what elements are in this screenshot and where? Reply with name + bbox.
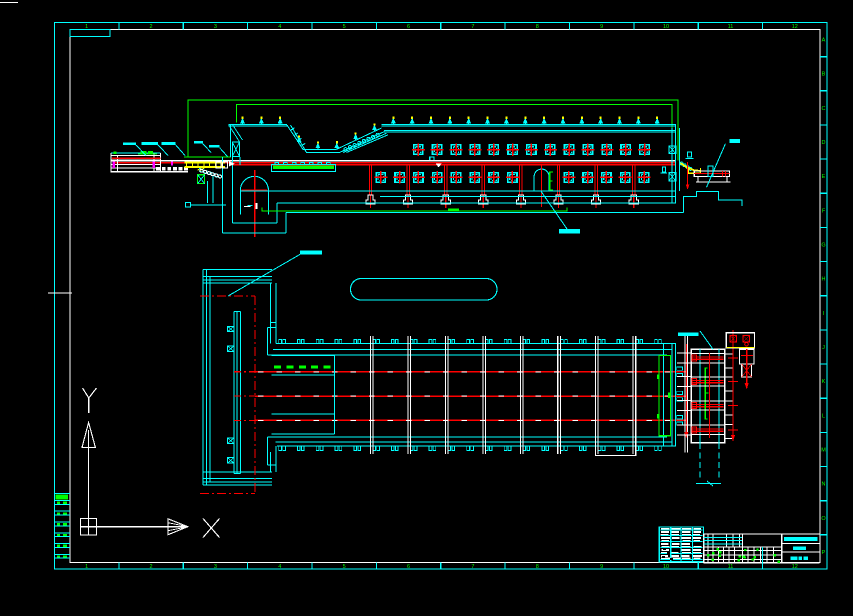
svg-text:4: 4 — [278, 564, 281, 570]
svg-text:12: 12 — [792, 24, 798, 30]
svg-text:9: 9 — [600, 24, 603, 30]
svg-text:8: 8 — [536, 24, 539, 30]
svg-text:G: G — [821, 243, 825, 249]
svg-text:11: 11 — [728, 24, 734, 30]
svg-text:B: B — [822, 72, 826, 78]
svg-text:N: N — [822, 482, 826, 488]
svg-text:5: 5 — [343, 24, 346, 30]
svg-text:12: 12 — [792, 564, 798, 570]
svg-text:3: 3 — [214, 564, 217, 570]
svg-text:L: L — [822, 413, 825, 419]
svg-text:8: 8 — [536, 564, 539, 570]
svg-text:3: 3 — [214, 24, 217, 30]
svg-text:4: 4 — [278, 24, 281, 30]
svg-text:I: I — [823, 311, 825, 317]
svg-text:11: 11 — [728, 564, 734, 570]
svg-text:7: 7 — [471, 564, 474, 570]
svg-text:K: K — [822, 379, 826, 385]
svg-text:H: H — [822, 277, 826, 283]
svg-text:E: E — [822, 174, 826, 180]
svg-text:P: P — [822, 550, 826, 556]
svg-text:D: D — [822, 140, 826, 146]
svg-text:2: 2 — [150, 564, 153, 570]
svg-text:A: A — [822, 38, 826, 44]
svg-text:1: 1 — [85, 564, 88, 570]
svg-text:6: 6 — [407, 24, 410, 30]
svg-text:10: 10 — [663, 564, 669, 570]
svg-text:M: M — [821, 447, 826, 453]
svg-text:10: 10 — [663, 24, 669, 30]
svg-text:O: O — [821, 516, 826, 522]
svg-text:J: J — [822, 345, 825, 351]
svg-text:7: 7 — [471, 24, 474, 30]
svg-text:6: 6 — [407, 564, 410, 570]
svg-text:2: 2 — [150, 24, 153, 30]
svg-text:9: 9 — [600, 564, 603, 570]
svg-text:5: 5 — [343, 564, 346, 570]
svg-text:F: F — [822, 208, 826, 214]
svg-text:C: C — [822, 106, 826, 112]
svg-text:1: 1 — [85, 24, 88, 30]
